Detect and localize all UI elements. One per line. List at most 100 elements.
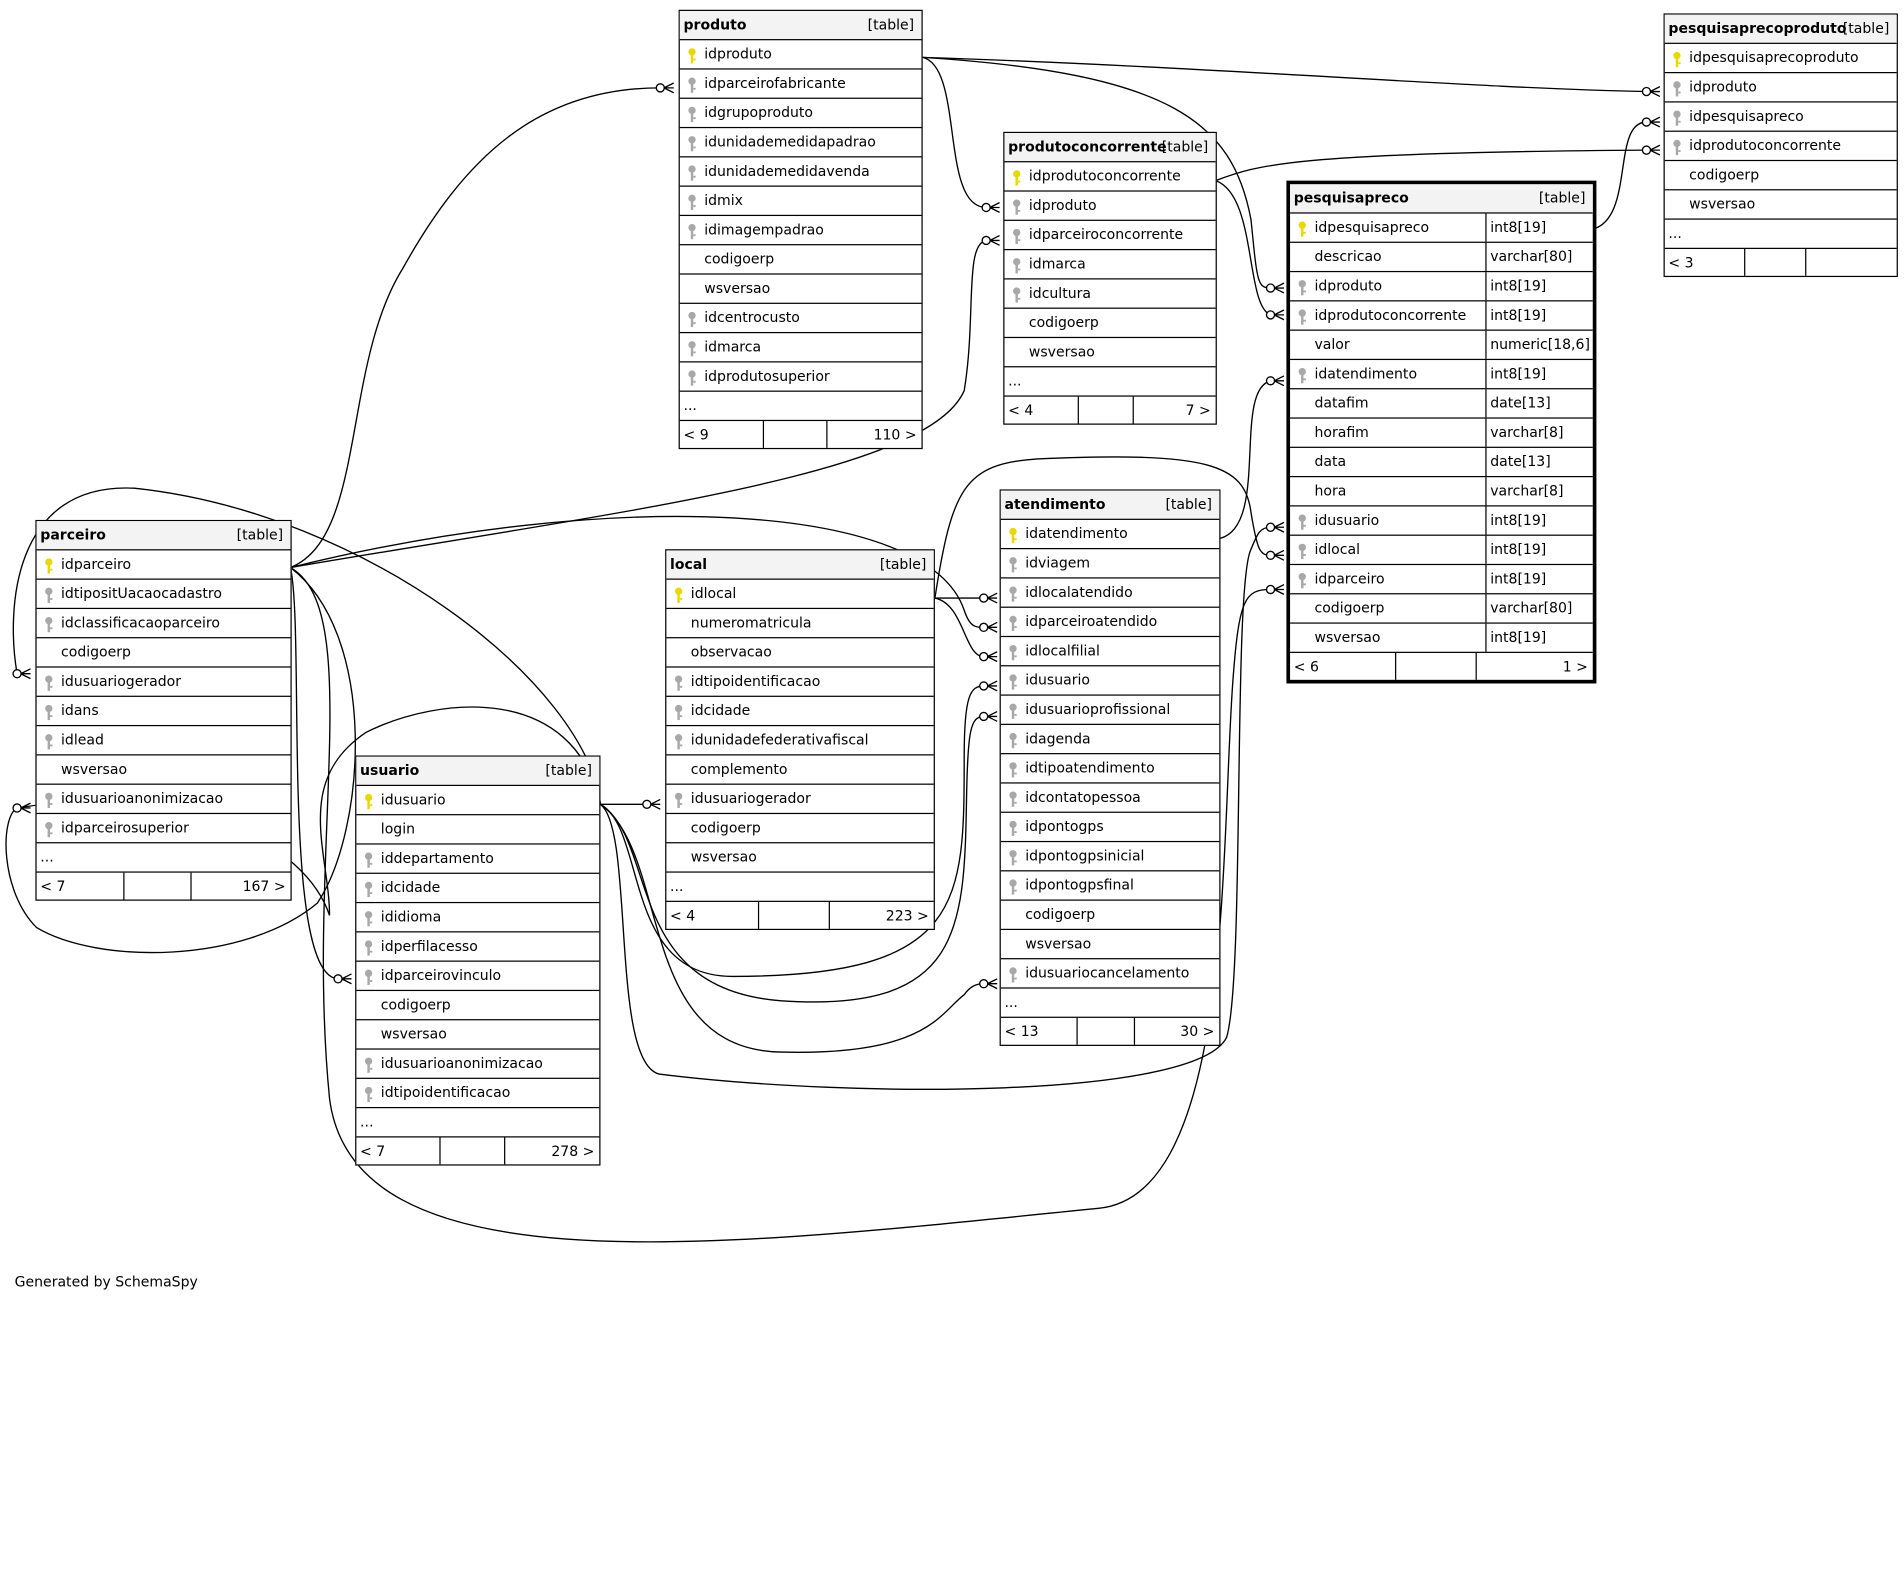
table-header[interactable]: pesquisapreco[table] <box>1290 184 1593 214</box>
column-row[interactable]: idparceirofabricante <box>679 70 922 99</box>
column-row[interactable]: wsversao <box>679 275 922 304</box>
column-row[interactable]: idtipoatendimento <box>1000 754 1220 784</box>
table-header[interactable]: produto[table] <box>679 10 922 41</box>
column-row[interactable]: idunidadefederativafiscal <box>666 726 934 756</box>
column-row[interactable]: idcentrocusto <box>679 304 922 334</box>
column-row[interactable]: codigoerp <box>1664 161 1897 191</box>
parent-count-link[interactable]: < 7 <box>360 1142 386 1160</box>
table-header[interactable]: pesquisaprecoproduto[table] <box>1664 14 1897 44</box>
child-count-link[interactable]: 1 > <box>1562 657 1588 675</box>
column-row[interactable]: idparceiroconcorrente <box>1004 221 1216 251</box>
column-row[interactable]: wsversao <box>356 1020 600 1050</box>
table-header[interactable]: local[table] <box>666 550 934 580</box>
column-row[interactable]: idparceiro <box>36 550 291 580</box>
column-row[interactable]: idlead <box>36 726 291 756</box>
column-row[interactable]: wsversao <box>1000 930 1220 960</box>
column-row[interactable]: idpesquisaprecoproduto <box>1664 44 1897 74</box>
column-row[interactable]: codigoerp <box>666 814 934 844</box>
child-count-link[interactable]: 110 > <box>873 425 917 444</box>
table-header[interactable]: parceiro[table] <box>36 521 291 551</box>
column-row[interactable]: codigoerp <box>356 991 600 1021</box>
column-row[interactable]: complemento <box>666 755 934 785</box>
column-row[interactable]: idmix <box>679 187 922 217</box>
column-row[interactable]: idcontatopessoa <box>1000 784 1220 813</box>
column-row[interactable]: idunidademedidavenda <box>679 157 922 187</box>
column-row[interactable]: login <box>356 815 600 845</box>
more-columns-row[interactable]: ... <box>1664 220 1897 249</box>
column-row[interactable]: idusuario <box>356 786 600 816</box>
parent-count-link[interactable]: < 7 <box>40 877 66 895</box>
table-produtoconcorrente[interactable]: produtoconcorrente[table]idprodutoconcor… <box>1003 131 1217 425</box>
column-row[interactable]: idviagem <box>1000 549 1220 579</box>
column-row[interactable]: idunidademedidapadrao <box>679 128 922 158</box>
column-row[interactable]: wsversao <box>1664 190 1897 220</box>
column-row[interactable]: wsversao <box>36 755 291 785</box>
column-row[interactable]: idusuarioprofissional <box>1000 696 1220 725</box>
column-row[interactable]: idperfilacesso <box>356 932 600 962</box>
column-row[interactable]: idcidade <box>356 874 600 904</box>
column-row[interactable]: idprodutoconcorrente <box>1004 162 1216 192</box>
column-row[interactable]: idlocalatendido <box>1000 579 1220 608</box>
parent-count-link[interactable]: < 3 <box>1668 253 1694 271</box>
parent-count-link[interactable]: < 4 <box>1008 401 1034 419</box>
table-pesquisaprecoproduto[interactable]: pesquisaprecoproduto[table]idpesquisapre… <box>1663 13 1898 278</box>
child-count-link[interactable]: 223 > <box>885 906 929 924</box>
column-row[interactable]: idusuarioanonimizacao <box>356 1050 600 1079</box>
more-columns-row[interactable]: ... <box>666 873 934 902</box>
child-count-link[interactable]: 167 > <box>242 877 286 895</box>
column-row[interactable]: idusuario <box>1000 666 1220 696</box>
column-row[interactable]: idclassificacaoparceiro <box>36 609 291 639</box>
child-count-link[interactable]: 7 > <box>1185 401 1211 419</box>
column-row[interactable]: idlocal <box>666 580 934 610</box>
column-row[interactable]: idusuarioanonimizacao <box>36 785 291 815</box>
parent-count-link[interactable]: < 13 <box>1004 1022 1039 1040</box>
more-columns-row[interactable]: ... <box>36 843 291 873</box>
parent-count-link[interactable]: < 6 <box>1293 657 1319 675</box>
parent-count-link[interactable]: < 9 <box>683 425 709 444</box>
column-row[interactable]: idtipositUacaocadastro <box>36 580 291 610</box>
column-row[interactable]: idlocalfilial <box>1000 637 1220 667</box>
child-count-link[interactable]: 278 > <box>551 1142 595 1160</box>
column-row[interactable]: idcultura <box>1004 279 1216 309</box>
table-header[interactable]: atendimento[table] <box>1000 490 1220 520</box>
column-row[interactable]: idpontogpsinicial <box>1000 842 1220 872</box>
more-columns-row[interactable]: ... <box>679 392 922 422</box>
column-row[interactable]: idprodutosuperior <box>679 362 922 392</box>
column-row[interactable]: codigoerp <box>36 638 291 668</box>
column-row[interactable]: idpesquisapreco <box>1664 103 1897 132</box>
table-header[interactable]: produtoconcorrente[table] <box>1004 133 1216 163</box>
table-header[interactable]: usuario[table] <box>356 756 600 787</box>
column-row[interactable]: idatendimento <box>1000 520 1220 550</box>
column-row[interactable]: idusuariocancelamento <box>1000 959 1220 989</box>
column-row[interactable]: idpontogps <box>1000 813 1220 843</box>
more-columns-row[interactable]: ... <box>1004 367 1216 397</box>
column-row[interactable]: ididioma <box>356 903 600 933</box>
column-row[interactable]: observacao <box>666 638 934 668</box>
column-row[interactable]: idparceirosuperior <box>36 814 291 844</box>
more-columns-row[interactable]: ... <box>356 1108 600 1138</box>
column-row[interactable]: codigoerp <box>1004 309 1216 339</box>
column-row[interactable]: idimagempadrao <box>679 216 922 246</box>
column-row[interactable]: idtipoidentificacao <box>666 668 934 697</box>
parent-count-link[interactable]: < 4 <box>670 906 696 924</box>
column-row[interactable]: idproduto <box>1664 73 1897 103</box>
column-row[interactable]: idprodutoconcorrente <box>1664 132 1897 162</box>
column-row[interactable]: idparceiroatendido <box>1000 608 1220 638</box>
column-row[interactable]: wsversao <box>666 843 934 873</box>
column-row[interactable]: idparceirovinculo <box>356 962 600 992</box>
